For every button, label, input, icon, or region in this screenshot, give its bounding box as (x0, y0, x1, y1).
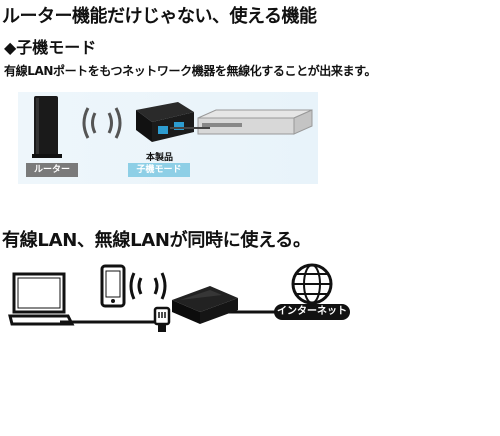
internet-label: インターネット (274, 304, 350, 320)
wifi-waves-icon (82, 107, 122, 139)
smartphone-icon (100, 264, 126, 308)
recorder-device-icon (197, 109, 313, 135)
router-icon (32, 96, 62, 158)
child-mode-label: 子機モード (128, 163, 190, 177)
mode-title: ◆子機モード (4, 38, 97, 57)
laptop-icon (8, 272, 75, 326)
router-label: ルーター (26, 163, 78, 177)
lan-cable-icon (170, 127, 210, 129)
product-device-icon (172, 286, 238, 324)
product-device-icon (136, 102, 194, 142)
mode-description: 有線LANポートをもつネットワーク機器を無線化することが出来ます。 (4, 64, 377, 78)
lan-cable-icon (153, 306, 171, 332)
globe-icon (291, 263, 333, 305)
simultaneous-title: 有線LAN、無線LANが同時に使える。 (2, 230, 311, 251)
wifi-waves-icon (129, 272, 167, 300)
headline: ルーター機能だけじゃない、使える機能 (2, 6, 317, 27)
product-label: 本製品 (146, 153, 174, 163)
